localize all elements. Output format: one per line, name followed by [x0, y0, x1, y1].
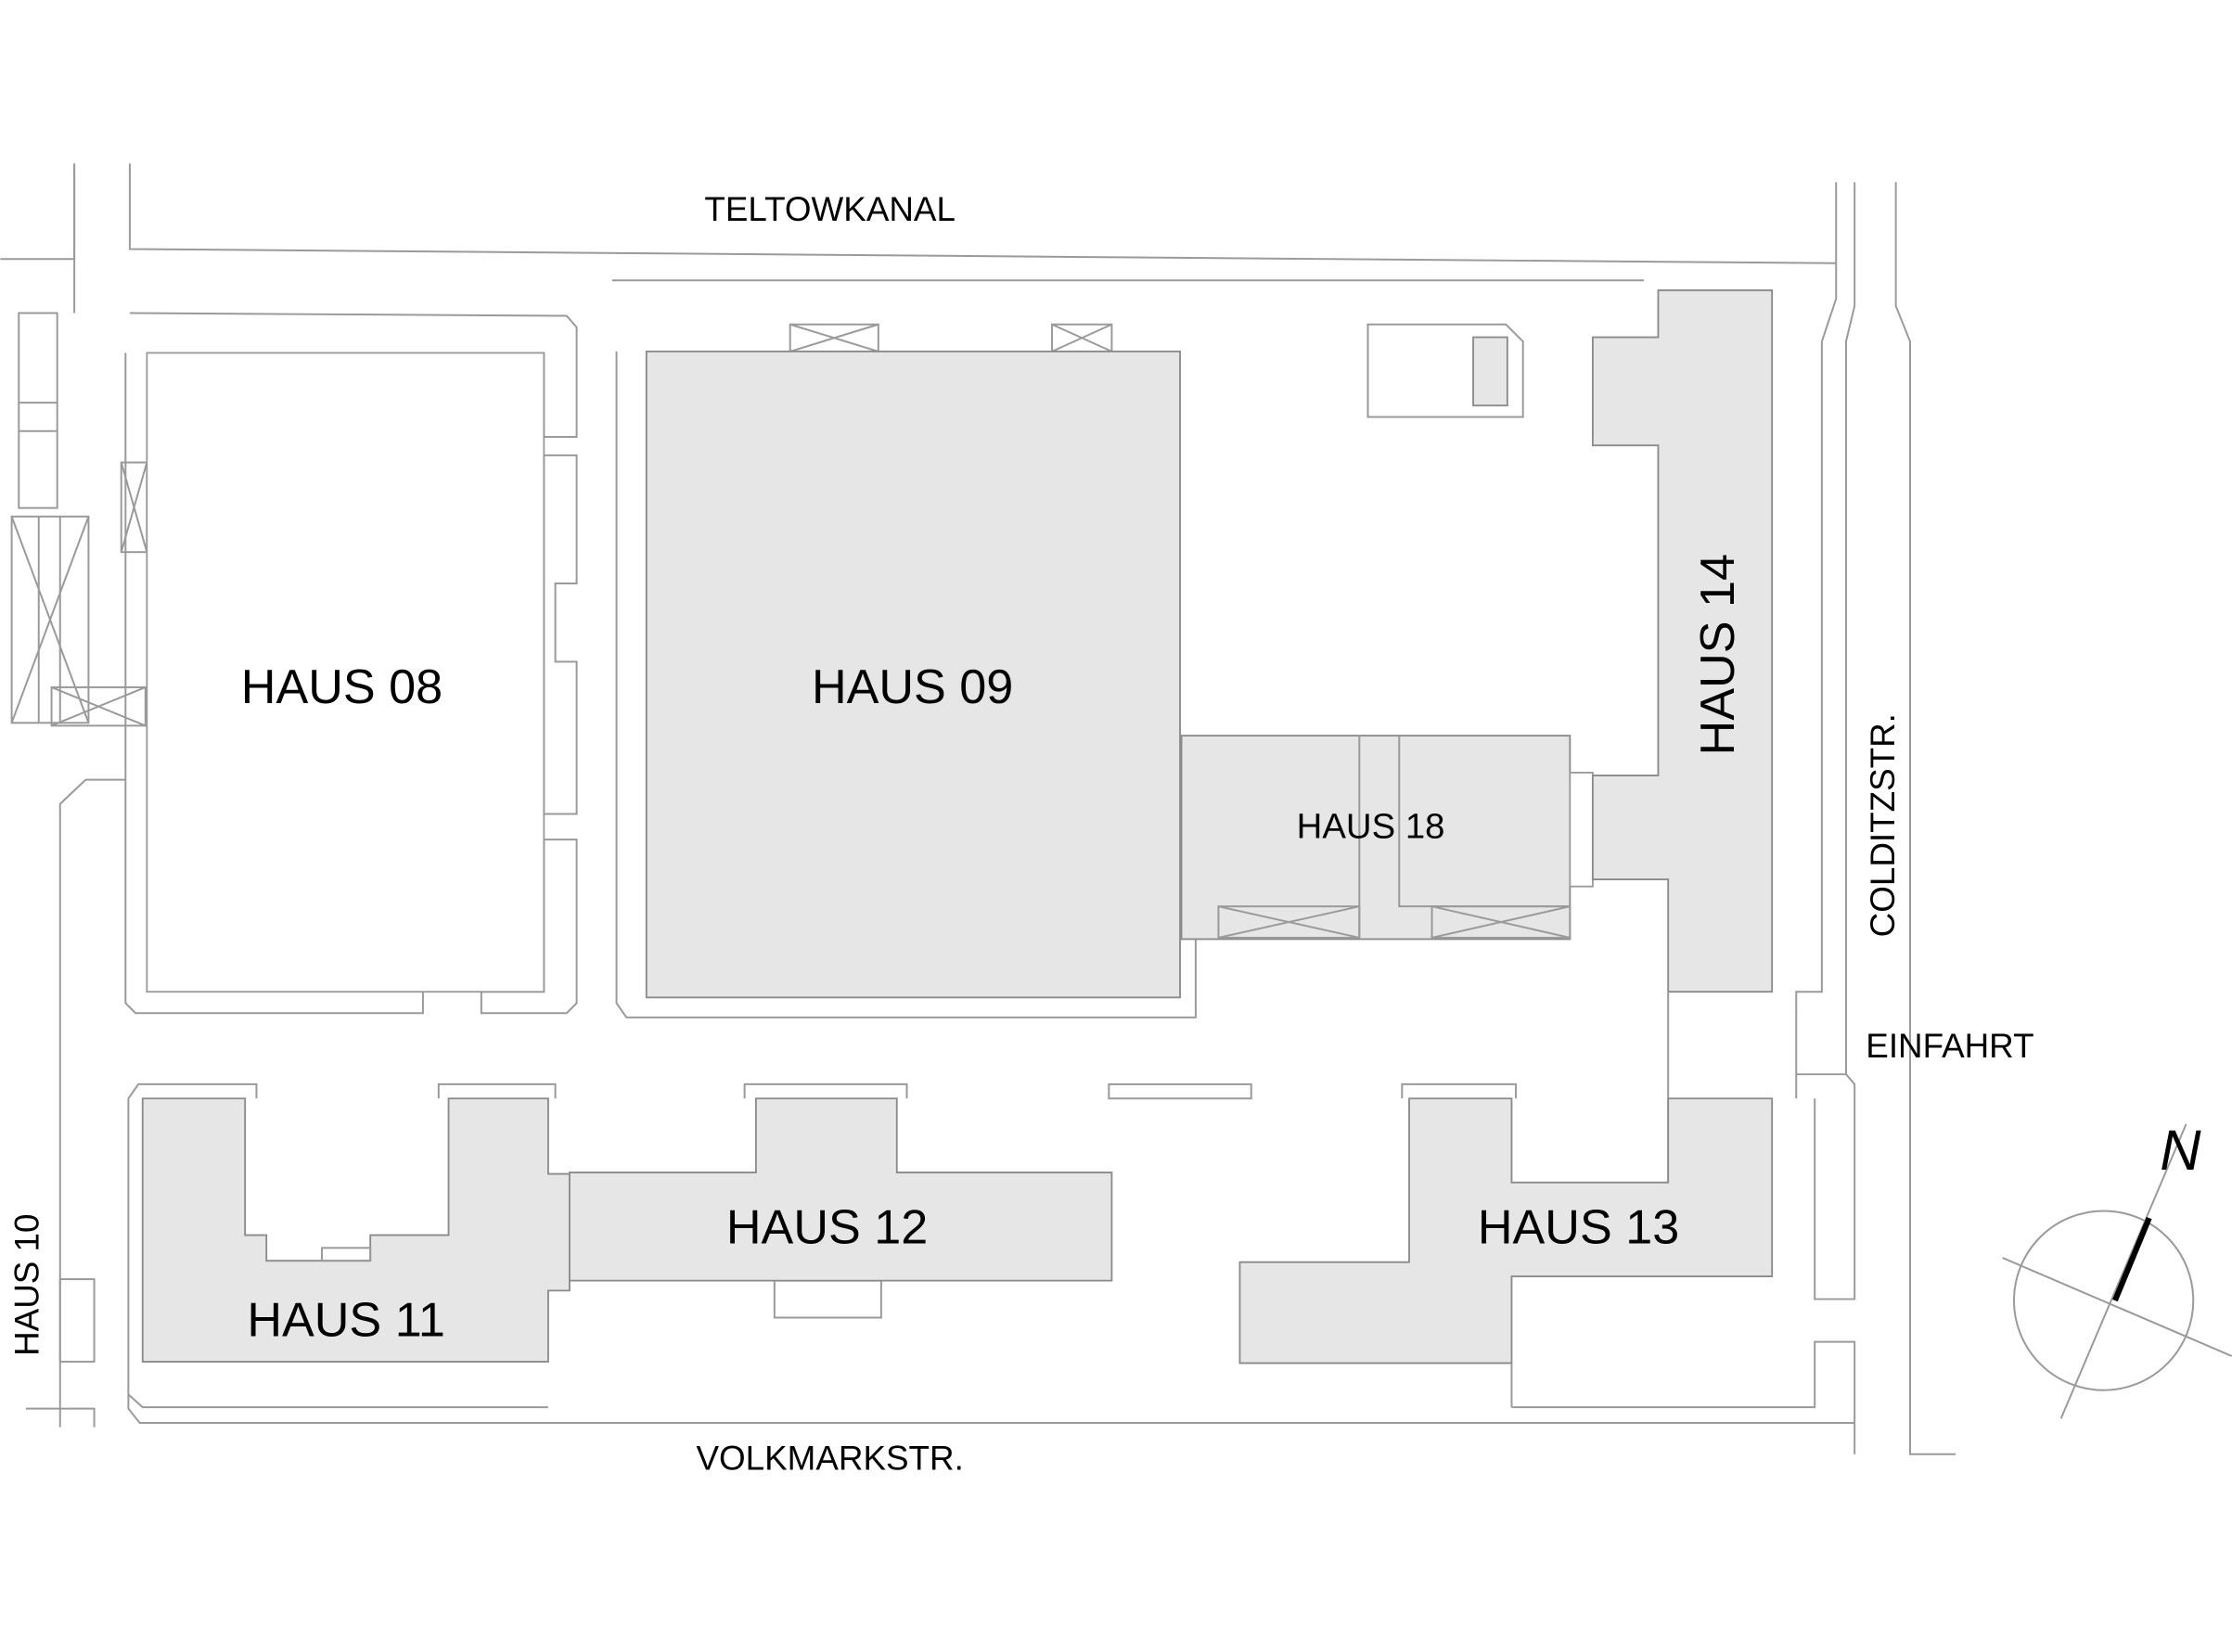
street-colditzstr: COLDITZSTR. — [1864, 713, 1902, 937]
building-haus-12 — [569, 1097, 1113, 1282]
label-haus-14: HAUS 14 — [1691, 554, 1745, 755]
building-haus-11 — [141, 1097, 571, 1363]
building-haus-09 — [645, 350, 1181, 999]
street-teltowkanal: TELTOWKANAL — [704, 190, 956, 228]
site-boundaries — [0, 163, 1956, 1455]
label-haus-13: HAUS 13 — [1478, 1201, 1679, 1255]
label-haus-11: HAUS 11 — [247, 1293, 444, 1347]
label-haus-10: HAUS 10 — [8, 1214, 46, 1356]
building-haus-13 — [1238, 1097, 1774, 1364]
building-haus-08 — [146, 352, 545, 993]
label-haus-12: HAUS 12 — [726, 1201, 928, 1255]
building-haus-14 — [1591, 289, 1774, 993]
label-einfahrt: EINFAHRT — [1866, 1027, 2033, 1065]
north-arrow-icon: N — [2002, 1119, 2232, 1419]
label-haus-09: HAUS 09 — [812, 660, 1013, 714]
label-haus-18: HAUS 18 — [1297, 807, 1445, 847]
street-volkmarkstr: VOLKMARKSTR. — [697, 1440, 964, 1478]
compass-north-label: N — [2160, 1119, 2201, 1183]
label-haus-08: HAUS 08 — [241, 660, 443, 714]
building-haus-18 — [1180, 735, 1594, 941]
